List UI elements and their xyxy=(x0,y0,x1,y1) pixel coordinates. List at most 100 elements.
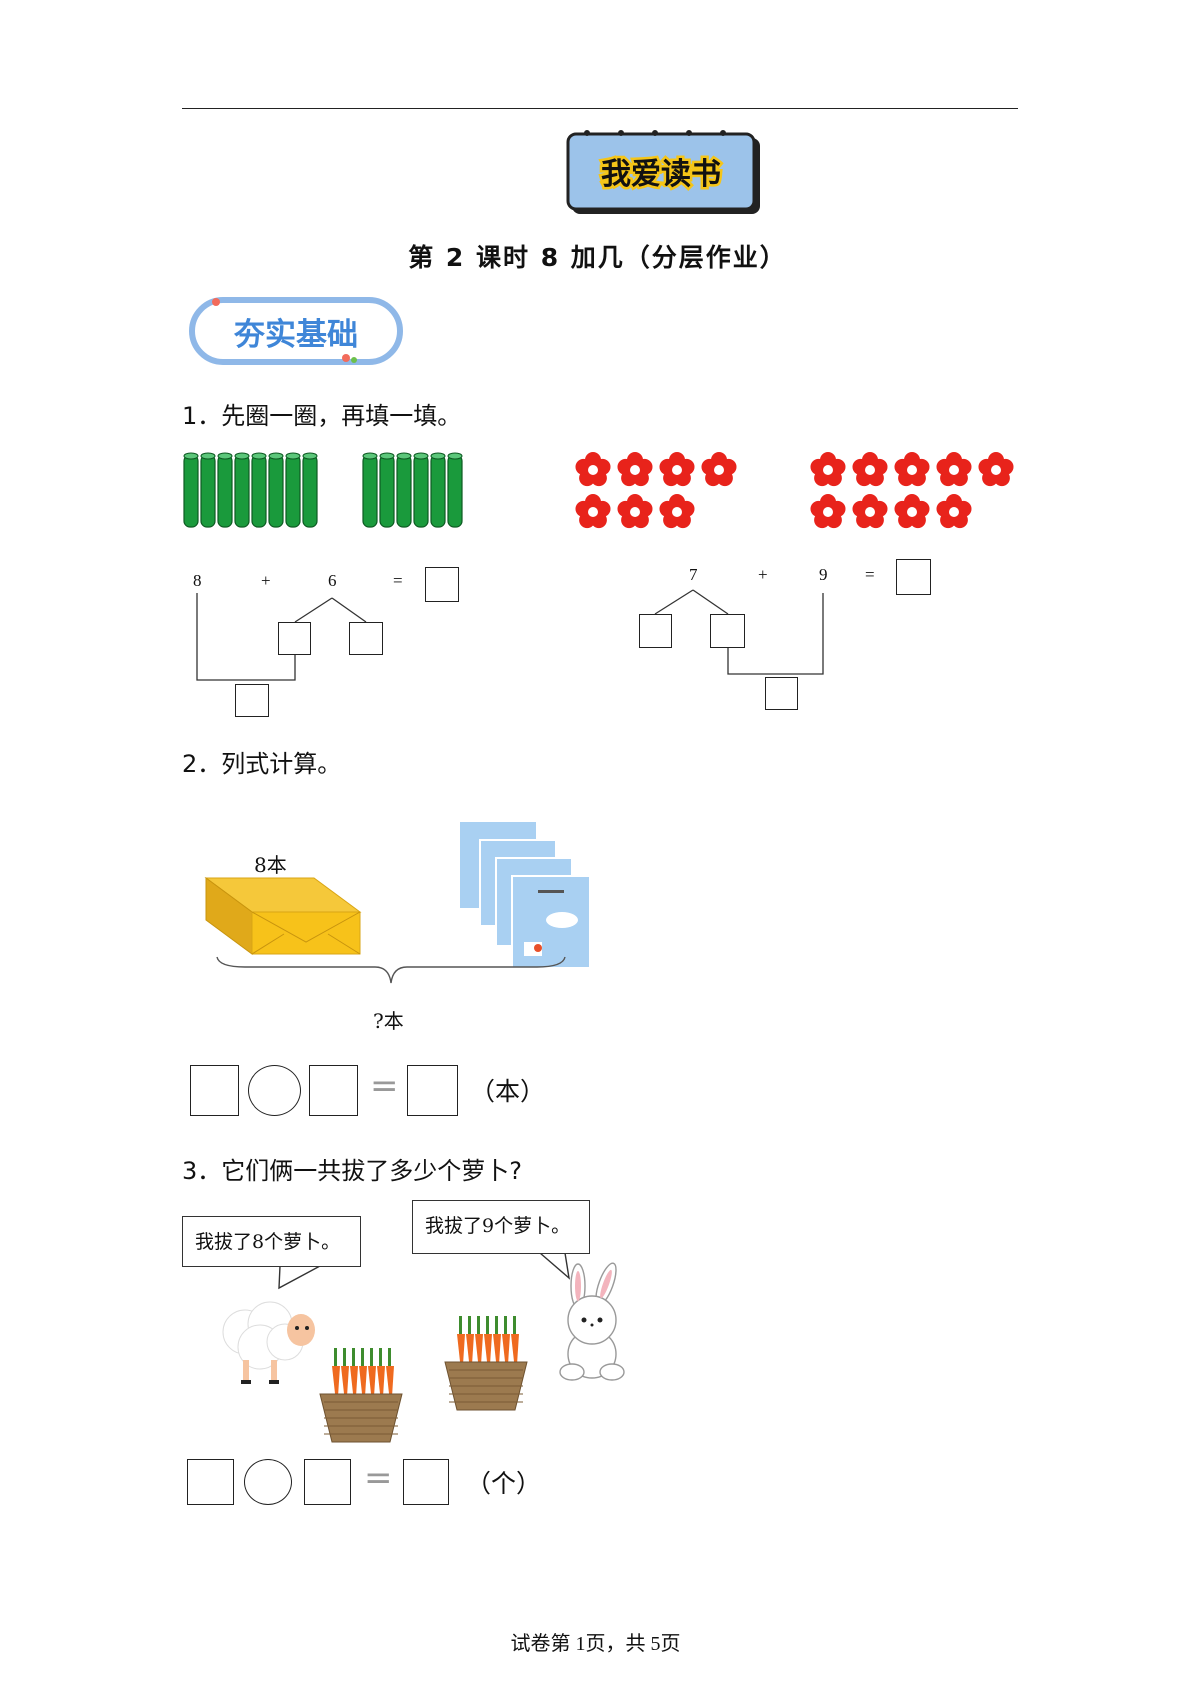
carrot xyxy=(457,1334,465,1380)
eq2-box-result[interactable] xyxy=(407,1065,458,1116)
carrot-leaf xyxy=(343,1348,346,1370)
red-flower xyxy=(659,452,695,487)
red-flower xyxy=(810,452,846,487)
carrot-basket-image xyxy=(444,1316,528,1411)
header-rule xyxy=(182,108,1018,109)
sheep-image xyxy=(222,1301,315,1384)
answer-box-split-right-1[interactable] xyxy=(639,614,672,648)
page-title: 第 2 课时 8 加几（分层作业） xyxy=(0,238,1191,274)
red-flower xyxy=(894,494,930,529)
carrot xyxy=(493,1334,501,1380)
box-label: 8本 xyxy=(254,853,287,877)
page-title-text: 第 2 课时 8 加几（分层作业） xyxy=(408,243,787,272)
eq3-equals: = xyxy=(364,1458,393,1498)
carrot xyxy=(466,1334,474,1380)
question-3-prompt: 3．它们俩一共拔了多少个萝卜? xyxy=(182,1157,523,1185)
red-flower xyxy=(894,452,930,487)
eq2-box-2[interactable] xyxy=(309,1065,358,1116)
carrot xyxy=(502,1334,510,1380)
green-rod xyxy=(285,452,301,528)
rabbit-image xyxy=(559,1262,625,1381)
red-flowers xyxy=(575,452,1014,529)
equals-sign: = xyxy=(393,571,403,590)
red-flower xyxy=(936,452,972,487)
red-flower xyxy=(617,452,653,487)
carrot-leaf xyxy=(379,1348,382,1370)
green-rod xyxy=(200,452,216,528)
carrot-leaf xyxy=(459,1316,462,1338)
eq2-operator-circle[interactable] xyxy=(248,1065,301,1116)
answer-box-sum-left[interactable] xyxy=(425,567,459,602)
green-rod xyxy=(362,452,378,528)
carrot xyxy=(386,1366,394,1412)
carrot xyxy=(359,1366,367,1412)
green-rods xyxy=(183,452,463,528)
answer-box-split-right-2[interactable] xyxy=(710,614,745,648)
exercise-books-image xyxy=(460,822,591,969)
speech-bubble-tails xyxy=(278,1252,570,1290)
red-flower xyxy=(617,494,653,529)
plus-sign-right: + xyxy=(758,565,768,584)
green-rod xyxy=(379,452,395,528)
red-flower xyxy=(978,452,1014,487)
answer-box-sum-right[interactable] xyxy=(896,559,931,595)
red-flower xyxy=(575,452,611,487)
addend-b: 6 xyxy=(328,571,337,590)
carrot xyxy=(511,1334,519,1380)
eq2-box-1[interactable] xyxy=(190,1065,239,1116)
green-rod xyxy=(268,452,284,528)
carrot xyxy=(484,1334,492,1380)
question-2-prompt: 2．列式计算。 xyxy=(182,750,342,778)
answer-box-split-left-2[interactable] xyxy=(349,622,383,655)
carrot-leaf xyxy=(504,1316,507,1338)
eq2-unit: （本） xyxy=(470,1077,546,1106)
carrot xyxy=(377,1366,385,1412)
green-rod xyxy=(430,452,446,528)
addend-b-right: 9 xyxy=(819,565,828,584)
red-flower xyxy=(701,452,737,487)
carrot xyxy=(368,1366,376,1412)
red-flower xyxy=(575,494,611,529)
eq3-box-1[interactable] xyxy=(187,1459,234,1505)
eq3-box-result[interactable] xyxy=(403,1459,449,1505)
section-badge: 夯实基础 xyxy=(189,297,403,365)
answer-box-ten-left[interactable] xyxy=(235,684,269,717)
carrot-basket-image xyxy=(319,1348,403,1443)
diagram-lines xyxy=(196,589,824,681)
carrot-leaf xyxy=(468,1316,471,1338)
carrot-leaf xyxy=(513,1316,516,1338)
red-flower xyxy=(852,452,888,487)
carrot-leaf xyxy=(361,1348,364,1370)
carrot-leaf xyxy=(370,1348,373,1370)
carrot-leaf xyxy=(486,1316,489,1338)
carrot xyxy=(350,1366,358,1412)
plus-sign: + xyxy=(261,571,271,590)
section-badge-text: 夯实基础 xyxy=(233,317,358,353)
answer-box-split-left-1[interactable] xyxy=(278,622,311,655)
total-brace xyxy=(216,956,566,984)
addend-a: 8 xyxy=(193,571,202,590)
green-rod xyxy=(447,452,463,528)
answer-box-ten-right[interactable] xyxy=(765,677,798,710)
green-rod xyxy=(251,452,267,528)
green-rod xyxy=(234,452,250,528)
green-rod xyxy=(413,452,429,528)
book-package-image xyxy=(204,877,362,955)
red-flower xyxy=(810,494,846,529)
eq3-operator-circle[interactable] xyxy=(244,1459,292,1505)
carrot-leaf xyxy=(388,1348,391,1370)
carrot-leaf xyxy=(477,1316,480,1338)
red-flower xyxy=(852,494,888,529)
carrot-leaf xyxy=(334,1348,337,1370)
carrot-leaf xyxy=(352,1348,355,1370)
green-rod xyxy=(302,452,318,528)
red-flower xyxy=(936,494,972,529)
carrot xyxy=(341,1366,349,1412)
carrot xyxy=(475,1334,483,1380)
page-footer: 试卷第 1页，共 5页 xyxy=(510,1633,681,1655)
eq3-box-2[interactable] xyxy=(304,1459,351,1505)
green-rod xyxy=(183,452,199,528)
rabbit-speech-bubble: 我拔了9个萝卜。 xyxy=(412,1200,590,1254)
eq3-unit: （个） xyxy=(466,1469,542,1498)
